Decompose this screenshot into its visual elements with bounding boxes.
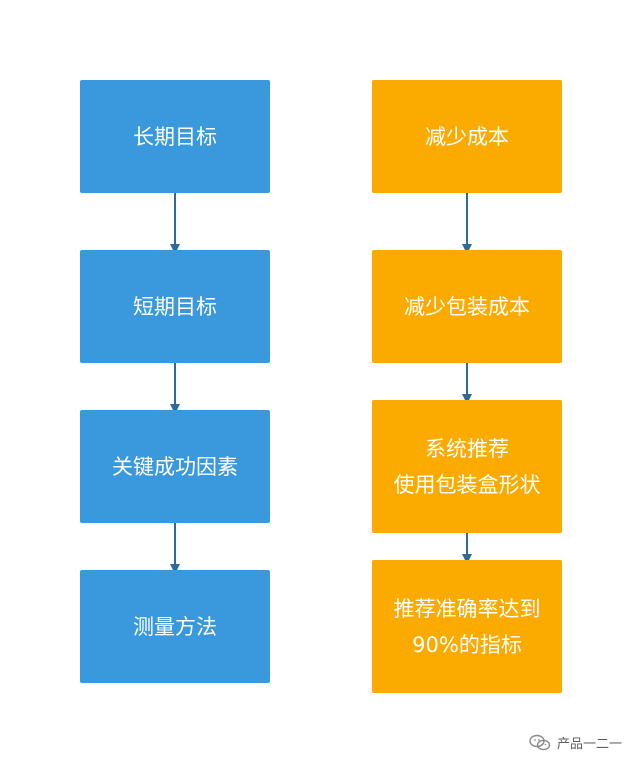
- left-step-2: 短期目标: [80, 250, 270, 363]
- watermark-text: 产品一二一: [556, 737, 622, 752]
- wechat-icon: [529, 734, 551, 752]
- right-step-4: 推荐准确率达到 90%的指标: [372, 560, 562, 693]
- left-step-4-label: 测量方法: [133, 614, 217, 639]
- right-step-1-label: 减少成本: [425, 124, 509, 149]
- left-step-1-label: 长期目标: [133, 124, 217, 149]
- right-step-2: 减少包装成本: [372, 250, 562, 363]
- right-step-1: 减少成本: [372, 80, 562, 193]
- right-step-2-label: 减少包装成本: [404, 294, 530, 319]
- left-step-2-label: 短期目标: [133, 294, 217, 319]
- right-step-3-line-2: 使用包装盒形状: [393, 472, 541, 497]
- left-step-3: 关键成功因素: [80, 410, 270, 523]
- right-step-4-line-2: 90%的指标: [412, 632, 522, 657]
- left-step-4: 测量方法: [80, 570, 270, 683]
- left-step-1: 长期目标: [80, 80, 270, 193]
- watermark: 产品一二一: [529, 733, 622, 752]
- right-step-4-line-1: 推荐准确率达到: [393, 596, 541, 621]
- right-step-3-line-1: 系统推荐: [425, 436, 509, 461]
- left-step-3-label: 关键成功因素: [112, 454, 238, 479]
- right-step-3: 系统推荐 使用包装盒形状: [372, 400, 562, 533]
